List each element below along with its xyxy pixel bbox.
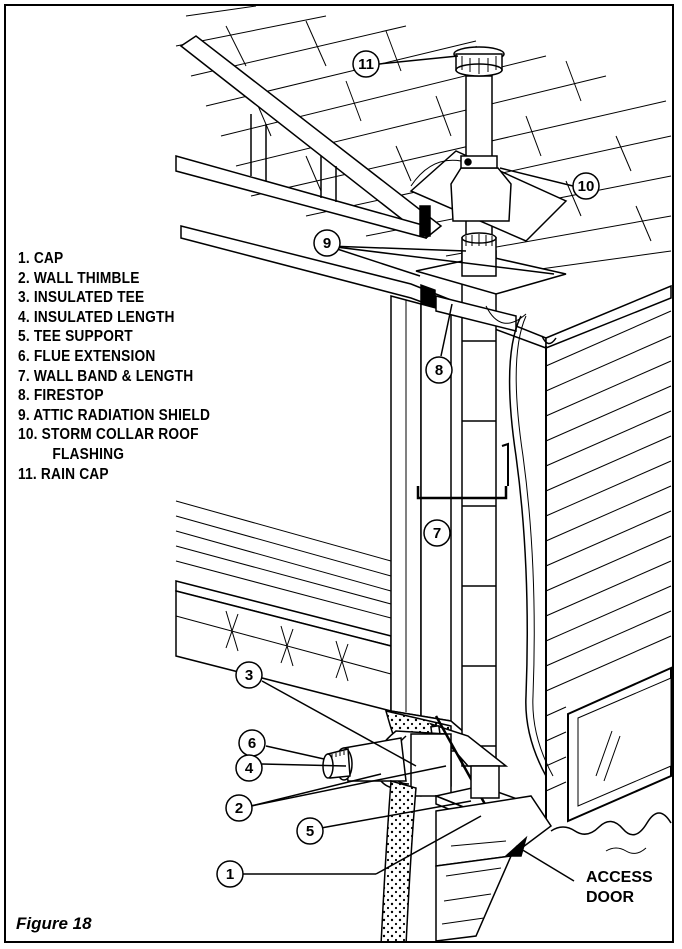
svg-text:5: 5: [306, 823, 314, 840]
svg-text:10: 10: [578, 178, 595, 195]
callout-4: 4: [235, 754, 263, 782]
figure-caption: Figure 18: [16, 914, 92, 933]
callout-1: 1: [216, 860, 244, 888]
callout-11: 11: [352, 50, 380, 78]
rain-cap: [453, 46, 505, 77]
svg-text:11: 11: [358, 56, 374, 73]
legend-item: 1. CAP: [18, 250, 64, 267]
callout-9: 9: [313, 229, 341, 257]
storm-collar-flashing: [409, 150, 568, 242]
flue-extension: [322, 748, 351, 779]
leader-lines: [242, 55, 575, 882]
exterior-wall-siding: [545, 310, 672, 826]
callout-10: 10: [572, 172, 600, 200]
figure-frame: 11 10 9 8 7 3 6 4: [4, 4, 674, 943]
svg-text:4: 4: [245, 760, 254, 777]
legend-item: 5. TEE SUPPORT: [18, 328, 133, 346]
legend-item: 4. INSULATED LENGTH: [18, 308, 175, 326]
legend-item: 9. ATTIC RADIATION SHIELD: [18, 406, 211, 424]
legend-item: 11. RAIN CAP: [18, 465, 109, 483]
legend-item: 2. WALL THIMBLE: [18, 269, 140, 287]
callout-7: 7: [423, 519, 451, 547]
ground-line: [550, 812, 672, 836]
roof-truss: [175, 35, 443, 239]
legend-item: 8. FIRESTOP: [18, 387, 104, 405]
svg-text:2: 2: [235, 800, 243, 817]
cable: [508, 315, 547, 777]
svg-text:9: 9: [323, 235, 331, 252]
parts-legend: 1. CAP 2. WALL THIMBLE 3. INSULATED TEE …: [18, 249, 210, 484]
window: [567, 666, 672, 823]
access-door: [435, 795, 553, 941]
access-door-label: ACCESS DOOR: [586, 868, 653, 908]
callout-3: 3: [235, 661, 263, 689]
callout-5: 5: [296, 817, 324, 845]
legend-item-10: 10. STORM COLLAR ROOF FLASHING: [18, 425, 210, 464]
access-door-label-line2: DOOR: [586, 889, 634, 906]
svg-text:1: 1: [226, 866, 234, 883]
legend-item: 3. INSULATED TEE: [18, 289, 145, 307]
svg-text:8: 8: [435, 362, 443, 379]
access-door-label-line1: ACCESS: [586, 869, 653, 886]
svg-text:6: 6: [248, 735, 256, 752]
svg-text:3: 3: [245, 667, 253, 684]
callout-8: 8: [425, 356, 453, 384]
legend-item: 7. WALL BAND & LENGTH: [18, 367, 194, 385]
chimney-installation-drawing: 11 10 9 8 7 3 6 4: [175, 6, 672, 941]
svg-text:7: 7: [433, 525, 441, 542]
attic-radiation-shield: [415, 232, 567, 295]
roof-shingles: [175, 6, 672, 272]
legend-item-10-line2: FLASHING: [52, 445, 125, 463]
callout-2: 2: [225, 794, 253, 822]
legend-item-10-line1: 10. STORM COLLAR ROOF: [18, 426, 199, 444]
floor-joists: [175, 500, 392, 712]
legend-item: 6. FLUE EXTENSION: [18, 347, 156, 365]
callout-6: 6: [238, 729, 266, 757]
